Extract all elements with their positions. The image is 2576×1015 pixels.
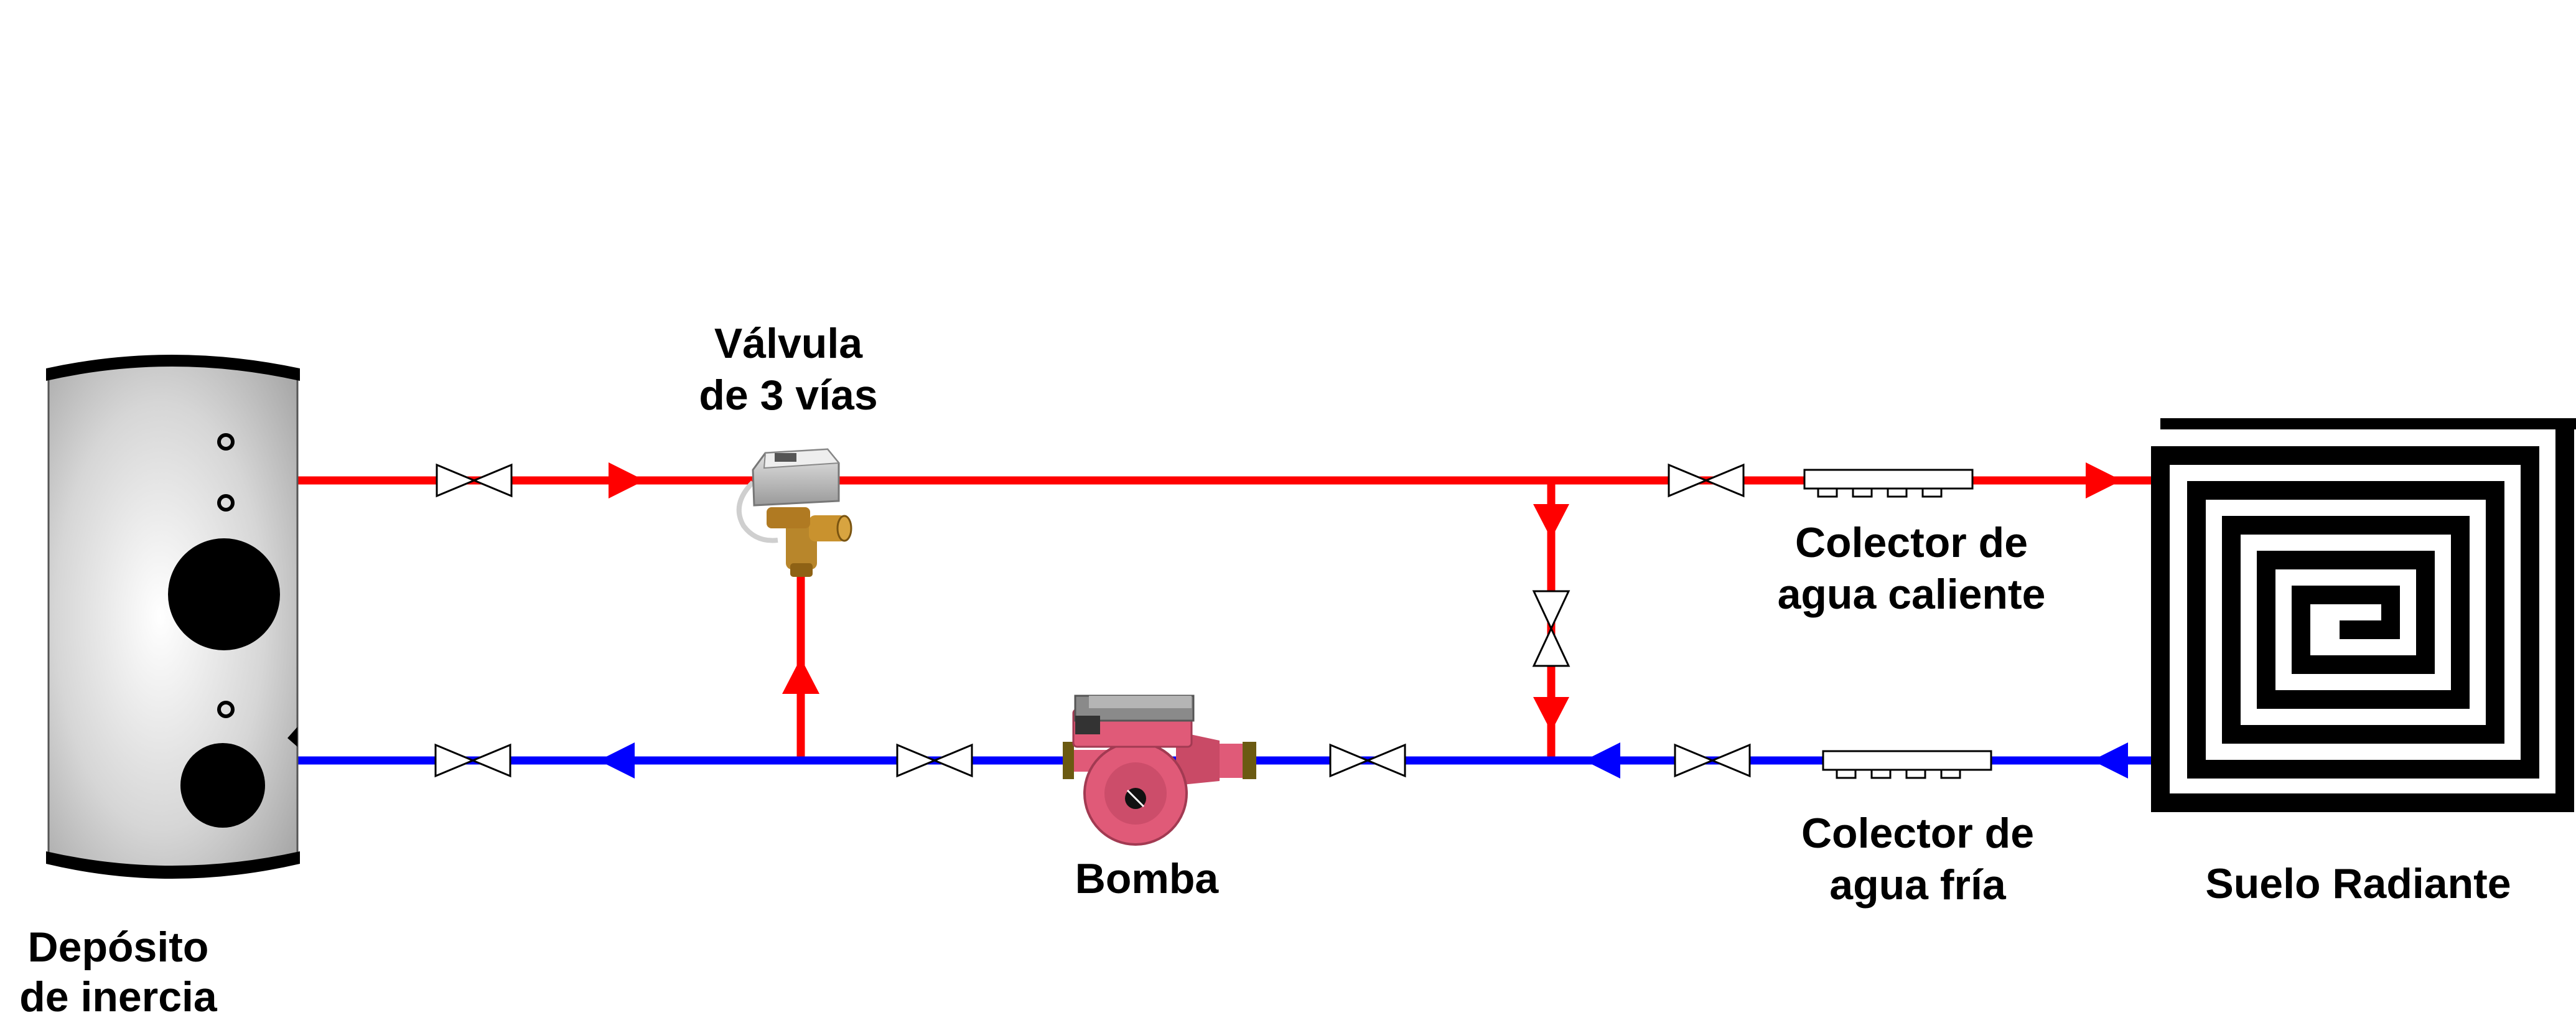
gate-valve-icon[interactable] — [1329, 743, 1406, 778]
gate-valve-icon[interactable] — [436, 463, 513, 498]
cold-manifold-label-line2: agua fría — [1829, 861, 2007, 909]
cold-manifold-label-line1: Colector de — [1801, 810, 2034, 857]
gate-valve-icon[interactable] — [1532, 590, 1570, 631]
gate-valves — [434, 463, 1751, 778]
flow-arrow-icon — [609, 462, 645, 498]
valve-label-line1: Válvula — [714, 320, 863, 367]
flow-arrow-icon — [2092, 742, 2128, 779]
flow-arrow-icon — [1533, 504, 1569, 539]
tank-label-line2: de inercia — [19, 973, 218, 1015]
tank-port-large — [168, 538, 280, 650]
buffer-tank-icon — [46, 355, 300, 879]
gate-valve-icon[interactable] — [1532, 626, 1570, 667]
tank-port-small — [217, 433, 235, 451]
gate-valve-icon[interactable] — [896, 743, 973, 778]
flow-arrow-icon — [2086, 462, 2122, 498]
tank-port-small — [217, 494, 235, 512]
labels: Válvula de 3 vías Colector de agua calie… — [19, 320, 2511, 1015]
valve-label-line2: de 3 vías — [699, 372, 877, 419]
cold-manifold-icon — [1822, 750, 1992, 779]
flow-arrow-icon — [1584, 742, 1620, 779]
hot-manifold-label-line2: agua caliente — [1778, 571, 2046, 618]
underfloor-heating-coil-icon — [2151, 418, 2576, 812]
gate-valve-icon[interactable] — [434, 743, 511, 778]
flow-arrow-icon — [599, 742, 635, 779]
flow-arrow-icon — [1533, 697, 1569, 732]
circulation-pump-icon[interactable] — [1063, 695, 1256, 846]
hot-manifold-icon — [1803, 469, 1974, 498]
gate-valve-icon[interactable] — [1668, 463, 1745, 498]
tank-label-line1: Depósito — [28, 924, 209, 971]
floor-label: Suelo Radiante — [2205, 860, 2511, 907]
three-way-valve-icon[interactable] — [736, 448, 852, 577]
tank-port-large — [180, 743, 265, 828]
tank-port-small — [217, 701, 235, 718]
pump-label: Bomba — [1075, 855, 1220, 902]
hot-manifold-label-line1: Colector de — [1795, 519, 2028, 566]
gate-valve-icon[interactable] — [1674, 743, 1751, 778]
flow-arrow-icon — [782, 658, 819, 694]
